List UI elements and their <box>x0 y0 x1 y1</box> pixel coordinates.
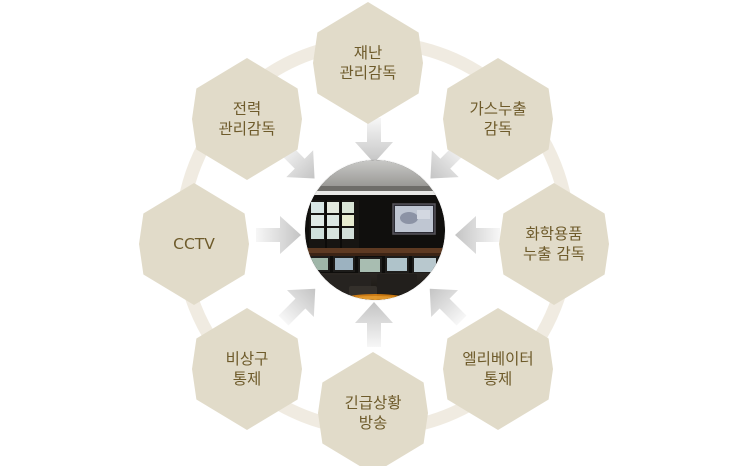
arrow-from-emergency-broadcast <box>352 302 396 348</box>
arrow-from-chemical-leak <box>455 213 501 257</box>
arrow-from-elevator-control <box>414 273 478 337</box>
node-label: CCTV <box>173 234 215 253</box>
center-control-room-image <box>305 160 445 300</box>
node-label: 엘리베이터 통제 <box>462 349 534 388</box>
arrow-from-emergency-exit <box>267 273 331 337</box>
node-label: 가스누출 감독 <box>469 99 527 138</box>
node-label: 비상구 통제 <box>225 349 269 388</box>
node-label: 긴급상황 방송 <box>344 393 402 432</box>
arrow-from-disaster-management <box>352 118 396 164</box>
control-room-illustration <box>305 160 445 300</box>
node-label: 화학용품 누출 감독 <box>523 224 585 263</box>
node-label: 재난 관리감독 <box>339 43 397 82</box>
arrow-from-cctv <box>255 213 301 257</box>
node-label: 전력 관리감독 <box>218 99 276 138</box>
